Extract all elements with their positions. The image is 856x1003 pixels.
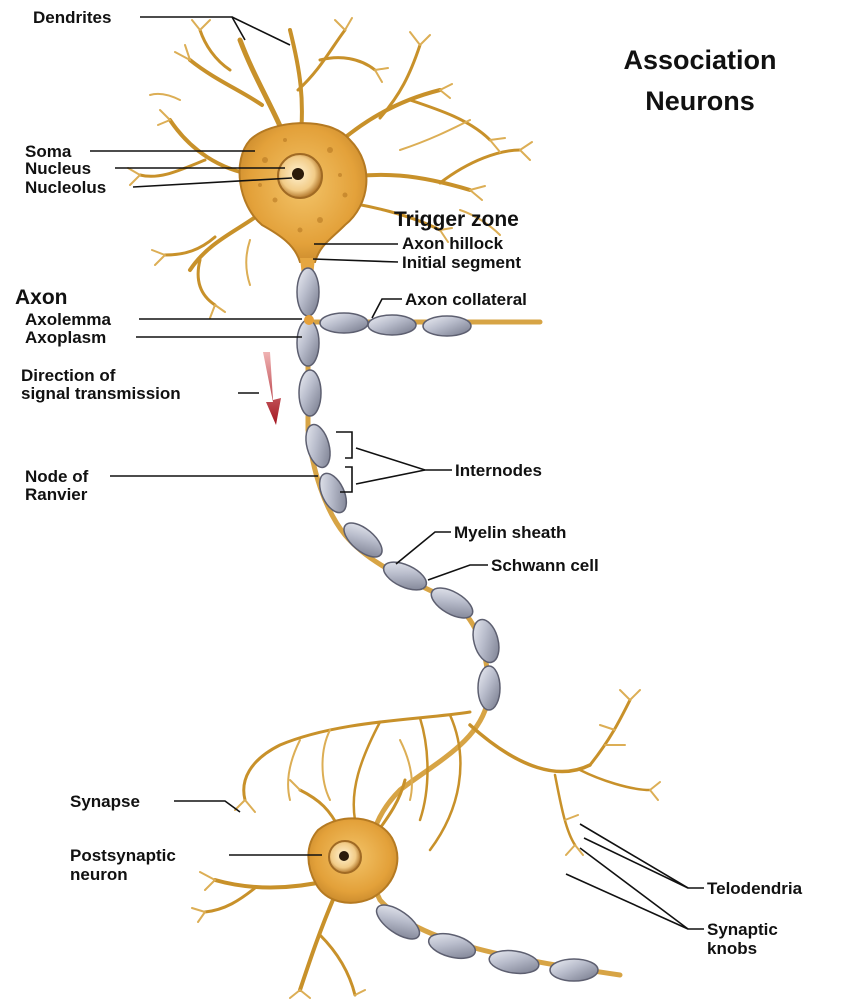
label-synapse: Synapse (70, 792, 140, 811)
nucleolus-shape (292, 168, 304, 180)
label-myelin-sheath: Myelin sheath (454, 523, 566, 542)
label-synaptic-line1: Synaptic (707, 920, 778, 939)
label-postsynaptic-line2: neuron (70, 865, 128, 884)
label-schwann-cell: Schwann cell (491, 556, 599, 575)
label-nucleus: Nucleus (25, 159, 91, 178)
label-direction-line1: Direction of (21, 366, 116, 385)
axolemma-dot (304, 315, 314, 325)
label-synaptic-line2: knobs (707, 939, 757, 958)
label-direction-line2: signal transmission (21, 384, 181, 403)
label-initial-segment: Initial segment (402, 253, 521, 272)
label-node-line1: Node of (25, 467, 89, 486)
title-line2: Neurons (645, 86, 755, 116)
label-telodendria: Telodendria (707, 879, 803, 898)
label-postsynaptic-line1: Postsynaptic (70, 846, 176, 865)
postsynaptic-nucleolus-shape (339, 851, 349, 861)
label-node-line2: Ranvier (25, 485, 88, 504)
label-nucleolus: Nucleolus (25, 178, 106, 197)
label-axon-hillock: Axon hillock (402, 234, 504, 253)
direction-arrow (263, 352, 281, 425)
telodendria-branches (470, 690, 660, 855)
label-axon: Axon (15, 286, 68, 309)
label-axolemma: Axolemma (25, 310, 112, 329)
label-dendrites: Dendrites (33, 8, 111, 27)
label-internodes: Internodes (455, 461, 542, 480)
title-line1: Association (623, 45, 776, 75)
label-axoplasm: Axoplasm (25, 328, 106, 347)
label-axon-collateral: Axon collateral (405, 290, 527, 309)
label-trigger-zone: Trigger zone (394, 208, 519, 231)
